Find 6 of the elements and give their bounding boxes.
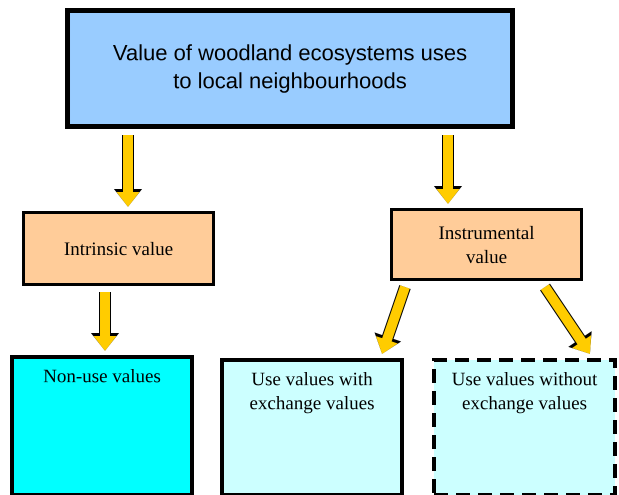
category-box: Intrinsic value [22,211,215,286]
title-box: Value of woodland ecosystems uses to local neighbourhoods [65,8,515,129]
value-box: Use values with exchange values [220,358,404,495]
category-box: Instrumental value [390,208,583,281]
value-box: Non-use values [10,355,194,495]
value-box: Use values without exchange values [432,358,617,495]
